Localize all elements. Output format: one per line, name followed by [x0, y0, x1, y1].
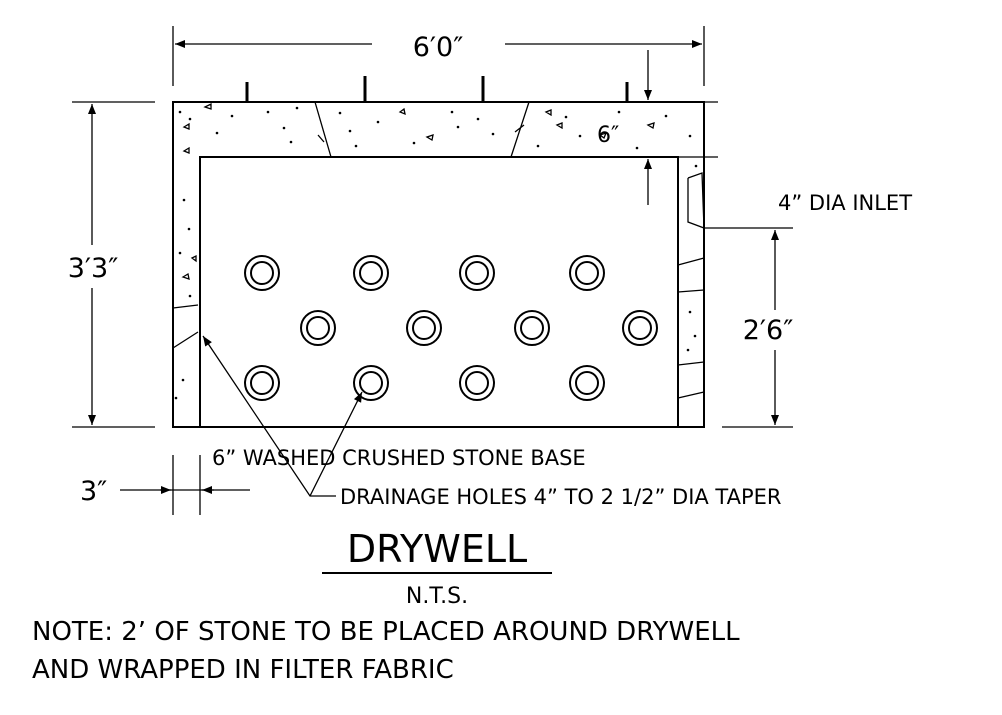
title-block: DRYWELL N.T.S. [322, 527, 552, 609]
concrete-dots [174, 106, 698, 400]
drainage-hole [406, 310, 442, 346]
dimension-overall-width: 6′0″ [172, 26, 705, 86]
inlet-height-label: 2′6″ [743, 315, 794, 346]
lid-rebar-stubs [245, 76, 629, 102]
left-wall-drainage-hole [172, 304, 199, 349]
note-line-2: AND WRAPPED IN FILTER FABRIC [32, 655, 454, 685]
drywell-section [172, 76, 705, 428]
drainage-hole [569, 255, 605, 291]
drainage-hole [353, 365, 389, 401]
drainage-hole [622, 310, 658, 346]
drainage-hole [459, 365, 495, 401]
lid-thickness-label: 6″ [597, 123, 619, 148]
drainage-hole [244, 365, 280, 401]
right-wall-openings [677, 172, 705, 399]
drainage-hole [569, 365, 605, 401]
drainage-hole-pattern [244, 255, 658, 401]
overall-height-label: 3′3″ [68, 253, 119, 284]
scale-label: N.T.S. [406, 584, 468, 609]
drainage-hole [300, 310, 336, 346]
concrete-hatch [181, 102, 655, 280]
drainage-hole [244, 255, 280, 291]
overall-width-label: 6′0″ [413, 32, 464, 63]
cover-opening [314, 101, 530, 158]
drainage-hole [459, 255, 495, 291]
general-note: NOTE: 2’ OF STONE TO BE PLACED AROUND DR… [32, 617, 740, 685]
inlet-label: 4” DIA INLET [778, 191, 912, 215]
note-line-1: NOTE: 2’ OF STONE TO BE PLACED AROUND DR… [32, 617, 740, 647]
dimension-overall-height: 3′3″ [68, 101, 155, 428]
dimension-lid-thickness: 6″ [597, 50, 718, 205]
inlet-callout: 4” DIA INLET [778, 191, 912, 215]
drainage-holes-label: DRAINAGE HOLES 4” TO 2 1/2” DIA TAPER [340, 485, 782, 509]
dimension-wall-thickness: 3″ [80, 455, 250, 515]
stone-base-label: 6” WASHED CRUSHED STONE BASE [212, 446, 586, 470]
dimension-inlet-height: 2′6″ [704, 227, 794, 428]
drainage-holes-callout: DRAINAGE HOLES 4” TO 2 1/2” DIA TAPER [202, 335, 782, 509]
drainage-hole [514, 310, 550, 346]
drainage-hole [353, 255, 389, 291]
wall-thickness-label: 3″ [80, 476, 107, 507]
drawing-title: DRYWELL [347, 527, 527, 571]
